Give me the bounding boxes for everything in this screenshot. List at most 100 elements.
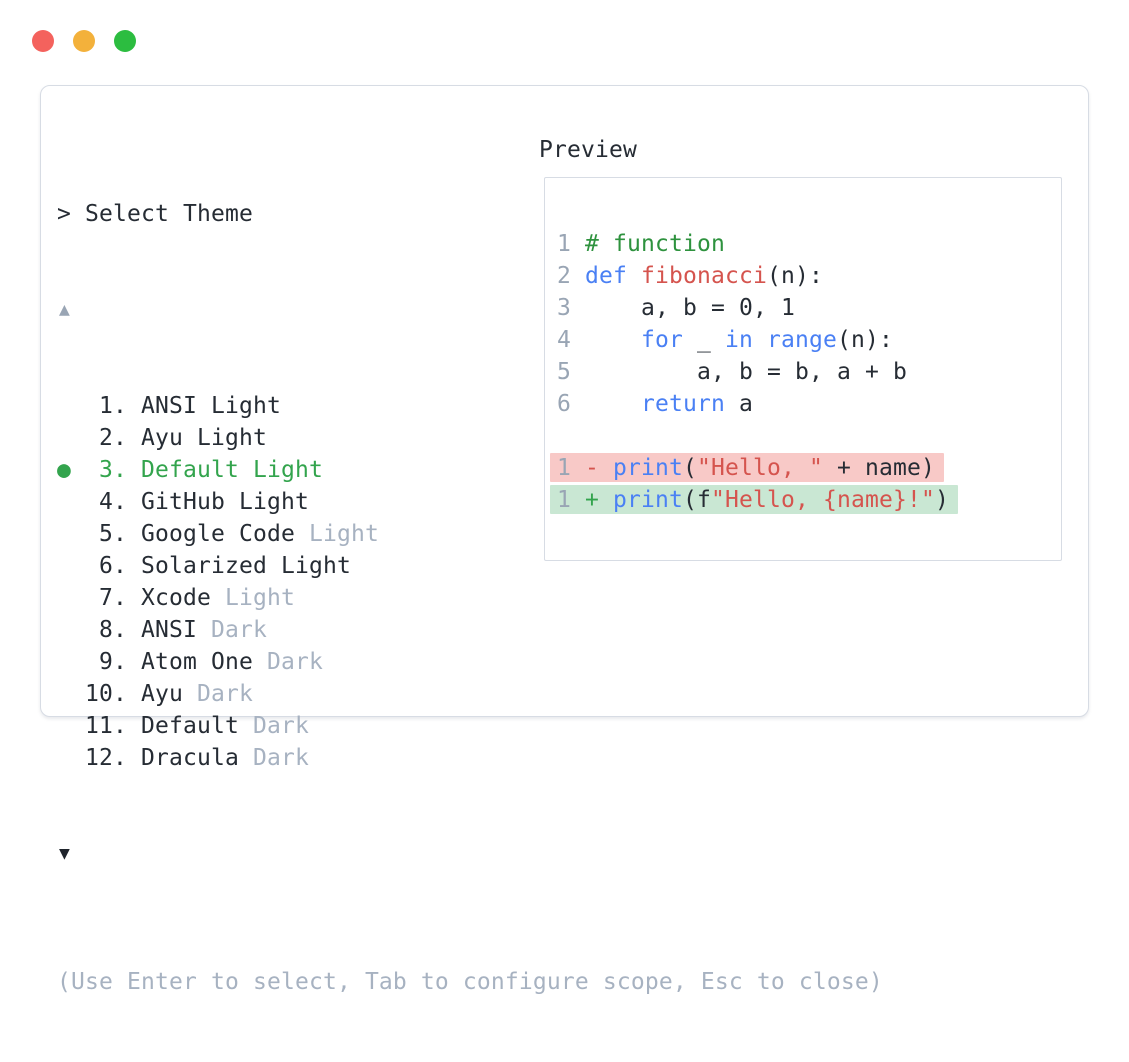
theme-number: 12. [85, 745, 141, 771]
theme-option-9[interactable]: 9. Atom One Dark [57, 646, 883, 678]
theme-option-1[interactable]: 1. ANSI Light [57, 390, 883, 422]
marker-space [57, 425, 85, 451]
marker-space [57, 681, 85, 707]
theme-picker-window: > Select Theme ▲ 1. ANSI Light 2. Ayu Li… [40, 85, 1089, 995]
line-content: 1 - print("Hello, " + name) [550, 453, 944, 482]
theme-variant: Light [308, 521, 379, 547]
theme-option-11[interactable]: 11. Default Dark [57, 710, 883, 742]
token: a, b = 0, 1 [585, 295, 795, 321]
line-number: 1 [557, 231, 585, 257]
theme-name: Dracula Dark [141, 745, 309, 771]
line-content: 2 def fibonacci(n): [557, 263, 823, 289]
theme-number: 11. [85, 713, 141, 739]
select-theme-prompt: > Select Theme [57, 201, 253, 227]
token [585, 327, 641, 353]
theme-number: 8. [85, 617, 141, 643]
line-content: 5 a, b = b, a + b [557, 359, 907, 385]
theme-variant: Dark [252, 713, 309, 739]
minimize-button[interactable] [73, 30, 95, 52]
theme-name: Xcode Light [141, 585, 295, 611]
line-number: 1 [557, 487, 585, 513]
line-number: 4 [557, 327, 585, 353]
theme-option-6[interactable]: 6. Solarized Light [57, 550, 883, 582]
theme-variant: Dark [252, 745, 309, 771]
line-content: 4 for _ in range(n): [557, 327, 893, 353]
scroll-up-icon[interactable]: ▲ [59, 299, 70, 320]
preview-title: Preview [539, 137, 637, 163]
line-number: 6 [557, 391, 585, 417]
token [585, 391, 641, 417]
theme-name: Ayu Light [141, 425, 267, 451]
window-controls [32, 30, 136, 52]
line-number: 2 [557, 263, 585, 289]
token: range [767, 327, 837, 353]
marker-space [57, 521, 85, 547]
theme-name: ANSI Dark [141, 617, 267, 643]
token: a, b = b, a + b [585, 359, 907, 385]
theme-name: Solarized Light [141, 553, 351, 579]
marker-space [57, 617, 85, 643]
scroll-down-icon[interactable]: ▼ [59, 843, 70, 864]
token: print [613, 487, 683, 513]
theme-option-2[interactable]: 2. Ayu Light [57, 422, 883, 454]
theme-option-4[interactable]: 4. GitHub Light [57, 486, 883, 518]
marker-space [57, 713, 85, 739]
token: fibonacci [641, 263, 767, 289]
maximize-button[interactable] [114, 30, 136, 52]
desktop-background: { "window": { "dots": [ {"name": "close"… [32, 30, 1089, 995]
token: def [585, 263, 641, 289]
theme-number: 2. [85, 425, 141, 451]
theme-number: 5. [85, 521, 141, 547]
theme-option-3[interactable]: ● 3. Default Light [57, 454, 883, 486]
theme-variant: Light [211, 393, 281, 419]
line-number: 5 [557, 359, 585, 385]
theme-option-10[interactable]: 10. Ayu Dark [57, 678, 883, 710]
theme-variant: Light [252, 457, 323, 483]
token: return [641, 391, 725, 417]
theme-number: 1. [85, 393, 141, 419]
token: (n): [766, 263, 823, 289]
diff-removed-line: 1 - print("Hello, " + name) [550, 452, 1061, 484]
theme-option-7[interactable]: 7. Xcode Light [57, 582, 883, 614]
marker-space [57, 585, 85, 611]
theme-name: ANSI Light [141, 393, 281, 419]
theme-variant: Light [238, 489, 309, 515]
line-number: 1 [557, 455, 585, 481]
marker-space [57, 489, 85, 515]
diff-added-line: 1 + print(f"Hello, {name}!") [550, 484, 1061, 516]
token: ) [934, 487, 949, 513]
token: "Hello, " [697, 455, 823, 481]
code-line: 2 def fibonacci(n): [557, 260, 1061, 292]
theme-option-5[interactable]: 5. Google Code Light [57, 518, 883, 550]
token: for [641, 327, 683, 353]
line-content: 1 # function [557, 231, 725, 257]
line-content: 1 + print(f"Hello, {name}!") [550, 485, 958, 514]
theme-variant: Light [280, 553, 351, 579]
theme-variant: Light [224, 585, 295, 611]
theme-option-12[interactable]: 12. Dracula Dark [57, 742, 883, 774]
code-line: 3 a, b = 0, 1 [557, 292, 1061, 324]
theme-variant: Dark [211, 617, 267, 643]
code-line: 6 return a [557, 388, 1061, 420]
code-line: 4 for _ in range(n): [557, 324, 1061, 356]
theme-number: 9. [85, 649, 141, 675]
token: print [613, 455, 683, 481]
theme-number: 6. [85, 553, 141, 579]
code-line: 5 a, b = b, a + b [557, 356, 1061, 388]
theme-name: Default Dark [141, 713, 309, 739]
theme-name: Default Light [141, 457, 323, 483]
theme-option-8[interactable]: 8. ANSI Dark [57, 614, 883, 646]
token: "Hello, {name}!" [711, 487, 935, 513]
token: _ [683, 327, 725, 353]
token: # function [585, 231, 725, 257]
close-button[interactable] [32, 30, 54, 52]
code-line [557, 420, 1061, 452]
token: ( [683, 455, 697, 481]
theme-variant: Light [197, 425, 267, 451]
line-content: 6 return a [557, 391, 753, 417]
token: (n): [837, 327, 893, 353]
line-number: 3 [557, 295, 585, 321]
theme-variant: Dark [266, 649, 323, 675]
token: in [725, 327, 753, 353]
